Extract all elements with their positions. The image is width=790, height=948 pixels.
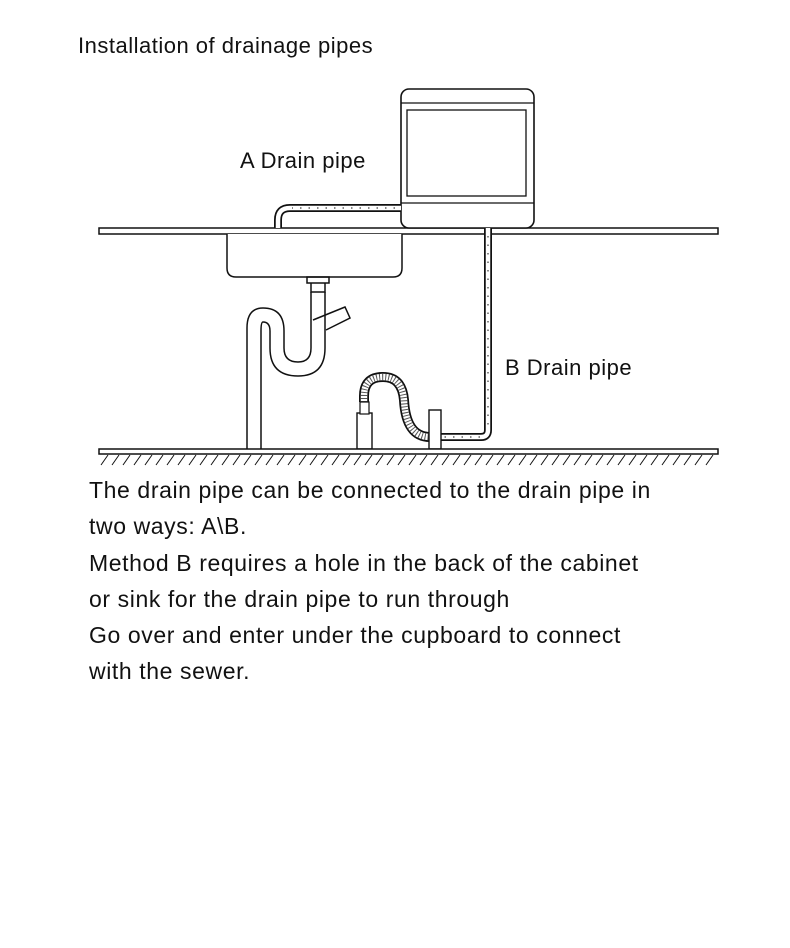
floor-hatch-line	[595, 454, 604, 466]
floor-hatch-line	[650, 454, 659, 466]
floor-hatch-line	[331, 454, 340, 466]
floor-hatch-line	[551, 454, 560, 466]
description-line: two ways: A\B.	[89, 513, 247, 540]
floor-hatch-line	[639, 454, 648, 466]
countertop	[98, 227, 719, 235]
drain-pipe-a	[274, 204, 401, 228]
flexible-hose	[359, 371, 431, 442]
floor-hatch-line	[243, 454, 252, 466]
floor-hatch-line	[353, 454, 362, 466]
floor-hatch-line	[474, 454, 483, 466]
floor-hatch-line	[221, 454, 230, 466]
floor-hatch-line	[683, 454, 692, 466]
description-line: Method B requires a hole in the back of …	[89, 549, 639, 576]
floor	[98, 448, 719, 466]
drain-pipe-b-label: B Drain pipe	[505, 355, 633, 380]
drain-pipe-a-label: A Drain pipe	[240, 148, 366, 173]
floor-hatch-line	[419, 454, 428, 466]
floor-hatch-line	[584, 454, 593, 466]
floor-hatch-line	[199, 454, 208, 466]
floor-hatch-line	[364, 454, 373, 466]
floor-hatch-line	[133, 454, 142, 466]
floor-hatch-line	[309, 454, 318, 466]
standpipe	[356, 401, 373, 450]
floor-hatch-line	[320, 454, 329, 466]
floor-hatch-line	[694, 454, 703, 466]
page-title: Installation of drainage pipes	[78, 33, 374, 58]
floor-hatch-line	[573, 454, 582, 466]
floor-hatch-line	[287, 454, 296, 466]
floor-hatch-line	[705, 454, 714, 466]
floor-hatch-line	[562, 454, 571, 466]
floor-hatch-line	[232, 454, 241, 466]
floor-hatch-line	[452, 454, 461, 466]
floor-hatch-line	[529, 454, 538, 466]
floor-hatch-line	[441, 454, 450, 466]
floor-hatch-line	[606, 454, 615, 466]
floor-hatch-line	[386, 454, 395, 466]
drainage-installation-diagram	[98, 88, 719, 466]
description-line: or sink for the drain pipe to run throug…	[89, 585, 510, 612]
floor-hatch-line	[254, 454, 263, 466]
floor-hatch-line	[177, 454, 186, 466]
floor-hatch-line	[166, 454, 175, 466]
floor-hatch-line	[518, 454, 527, 466]
floor-hatch-line	[397, 454, 406, 466]
sink-basin	[226, 234, 403, 278]
floor-hatch-line	[408, 454, 417, 466]
floor-hatch-line	[507, 454, 516, 466]
floor-outlet	[428, 409, 442, 450]
floor-hatch-line	[430, 454, 439, 466]
floor-hatch-line	[155, 454, 164, 466]
floor-hatch-line	[375, 454, 384, 466]
floor-hatch-line	[276, 454, 285, 466]
floor-hatch-line	[144, 454, 153, 466]
floor-hatch-line	[122, 454, 131, 466]
description-line: with the sewer.	[89, 658, 251, 685]
floor-hatch-line	[342, 454, 351, 466]
floor-hatch-line	[496, 454, 505, 466]
floor-hatch-line	[661, 454, 670, 466]
floor-hatch-line	[628, 454, 637, 466]
floor-hatch-line	[617, 454, 626, 466]
floor-hatch-line	[265, 454, 274, 466]
floor-hatch-line	[188, 454, 197, 466]
floor-hatch-line	[485, 454, 494, 466]
floor-hatch-line	[100, 454, 109, 466]
description: The drain pipe can be connected to the d…	[89, 472, 769, 690]
floor-hatch-line	[672, 454, 681, 466]
floor-hatch-line	[111, 454, 120, 466]
sink-trap	[246, 276, 351, 449]
floor-hatch-line	[540, 454, 549, 466]
floor-hatch-line	[298, 454, 307, 466]
floor-hatch-line	[463, 454, 472, 466]
description-line: The drain pipe can be connected to the d…	[89, 477, 651, 503]
dishwasher	[400, 88, 535, 229]
drain-pipe-b	[430, 228, 492, 441]
description-line: Go over and enter under the cupboard to …	[89, 622, 621, 649]
floor-hatch-line	[210, 454, 219, 466]
